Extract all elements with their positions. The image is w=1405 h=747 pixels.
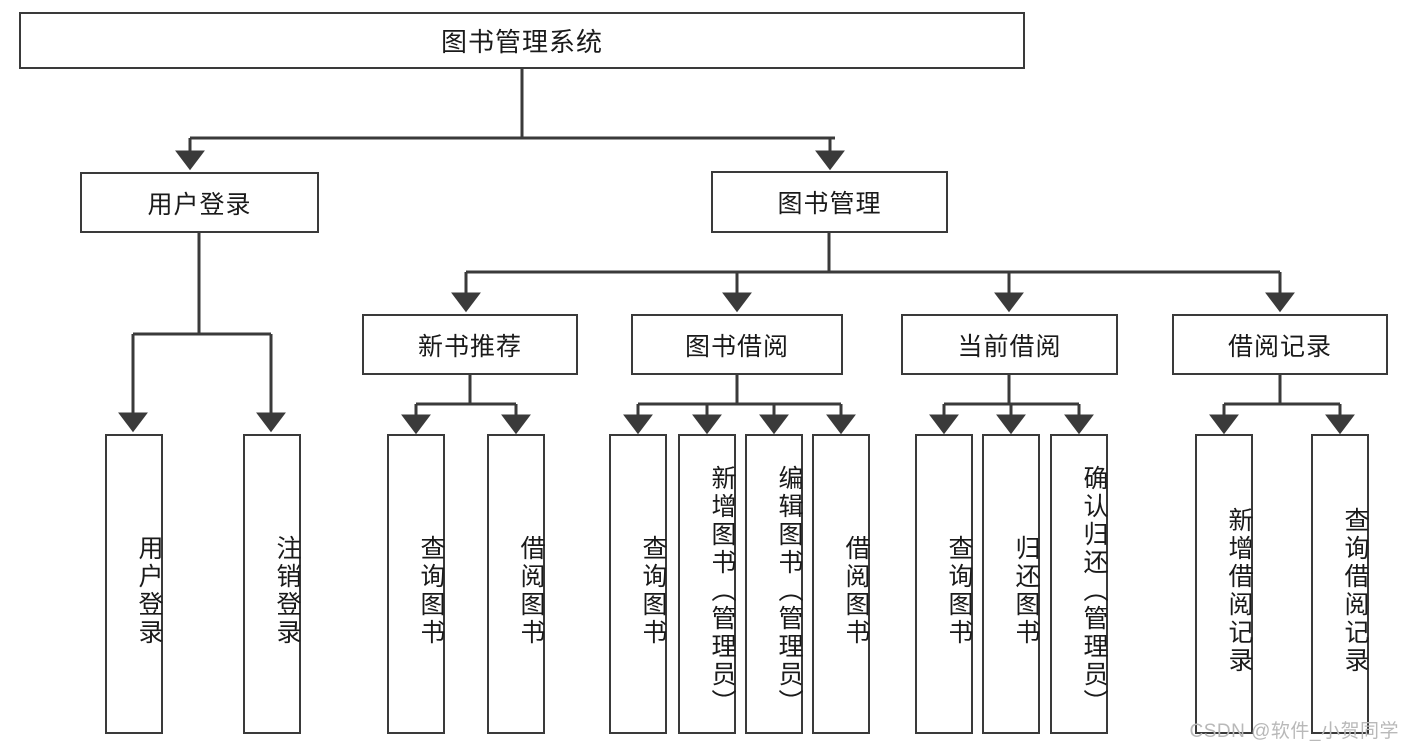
node-label: 查询图书 [417, 535, 445, 647]
node-leaf-query-book-3[interactable]: 查询图书 [915, 434, 973, 734]
node-label: 用户登录 [147, 190, 252, 219]
node-leaf-edit-book[interactable]: 编辑图书（管理员） [745, 434, 803, 734]
node-label: 注销登录 [273, 535, 301, 647]
node-label: 归还图书 [1012, 535, 1040, 647]
node-leaf-borrow-book-2[interactable]: 借阅图书 [812, 434, 870, 734]
node-label: 用户登录 [135, 535, 163, 647]
node-label: 当前借阅 [957, 332, 1062, 361]
watermark: CSDN @软件_小贺同学 [1189, 721, 1399, 742]
node-leaf-return-book[interactable]: 归还图书 [982, 434, 1040, 734]
node-leaf-logout-login[interactable]: 注销登录 [243, 434, 301, 734]
node-current-borrow[interactable]: 当前借阅 [901, 314, 1118, 375]
node-leaf-add-record[interactable]: 新增借阅记录 [1195, 434, 1253, 734]
node-label: 图书借阅 [684, 332, 789, 361]
node-leaf-user-login[interactable]: 用户登录 [105, 434, 163, 734]
node-label: 图书管理 [777, 190, 882, 218]
node-new-book-recommend[interactable]: 新书推荐 [362, 314, 578, 375]
node-user-login[interactable]: 用户登录 [80, 172, 319, 233]
node-borrow-record[interactable]: 借阅记录 [1172, 314, 1388, 375]
node-leaf-confirm-return[interactable]: 确认归还（管理员） [1050, 434, 1108, 734]
node-label: 新书推荐 [417, 332, 522, 361]
node-book-borrow[interactable]: 图书借阅 [631, 314, 843, 375]
node-label: 新增图书（管理员） [708, 465, 736, 717]
node-leaf-query-record[interactable]: 查询借阅记录 [1311, 434, 1369, 734]
node-label: 查询借阅记录 [1341, 507, 1369, 675]
node-leaf-query-book-2[interactable]: 查询图书 [609, 434, 667, 734]
node-label: 新增借阅记录 [1225, 507, 1253, 675]
node-leaf-borrow-book-1[interactable]: 借阅图书 [487, 434, 545, 734]
node-root-book-management-system[interactable]: 图书管理系统 [19, 12, 1025, 69]
node-label: 借阅图书 [842, 535, 870, 647]
node-label: 编辑图书（管理员） [775, 465, 803, 717]
node-label: 确认归还（管理员） [1080, 465, 1108, 717]
node-leaf-add-book[interactable]: 新增图书（管理员） [678, 434, 736, 734]
node-label: 图书管理系统 [440, 27, 603, 57]
node-label: 借阅图书 [517, 535, 545, 647]
node-label: 借阅记录 [1227, 332, 1332, 361]
node-label: 查询图书 [639, 535, 667, 647]
node-book-management[interactable]: 图书管理 [711, 171, 948, 233]
node-label: 查询图书 [945, 535, 973, 647]
node-leaf-query-book-1[interactable]: 查询图书 [387, 434, 445, 734]
